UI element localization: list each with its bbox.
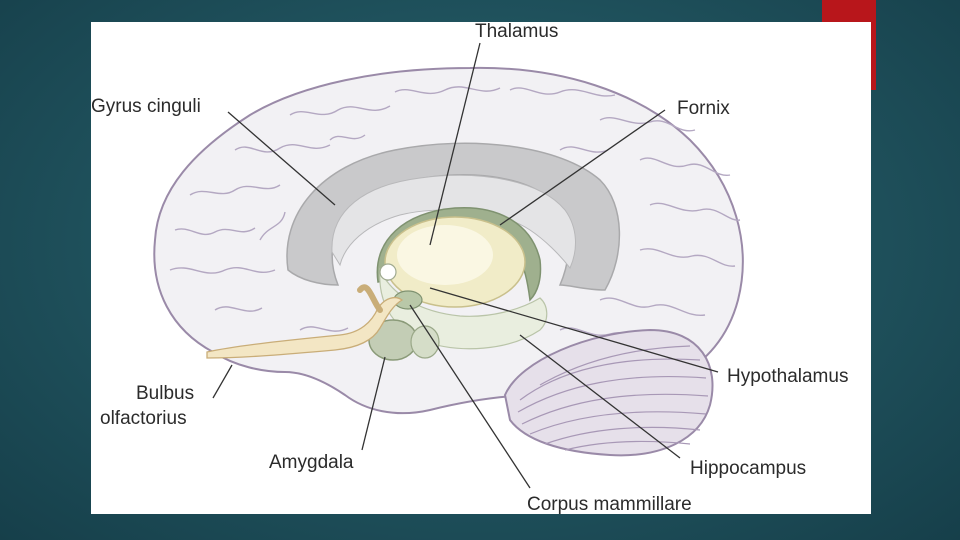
gyri-texture [169,86,741,343]
thalamus-highlight [397,225,493,285]
label-hippocampus: Hippocampus [690,458,806,479]
hippocampus-head [410,325,440,359]
label-bulbus: Bulbus [136,383,194,404]
label-corpus-mammillare: Corpus mammillare [527,494,692,514]
label-fornix: Fornix [677,98,730,119]
ventricle-opening [379,263,397,281]
label-gyrus-cinguli: Gyrus cinguli [91,96,201,117]
label-thalamus: Thalamus [475,22,558,42]
corpus-callosum-band [331,174,576,269]
slide-panel: Thalamus Gyrus cinguli Fornix Hypothalam… [91,22,871,514]
label-amygdala: Amygdala [269,452,354,473]
bulbus-olfactorius-shape [206,297,404,359]
olfactory-stria [357,284,383,313]
label-hypothalamus: Hypothalamus [727,366,848,387]
leader-lines [212,42,719,489]
limbic-system-diagram: Thalamus Gyrus cinguli Fornix Hypothalam… [91,22,848,514]
label-olfactorius: olfactorius [100,408,187,429]
